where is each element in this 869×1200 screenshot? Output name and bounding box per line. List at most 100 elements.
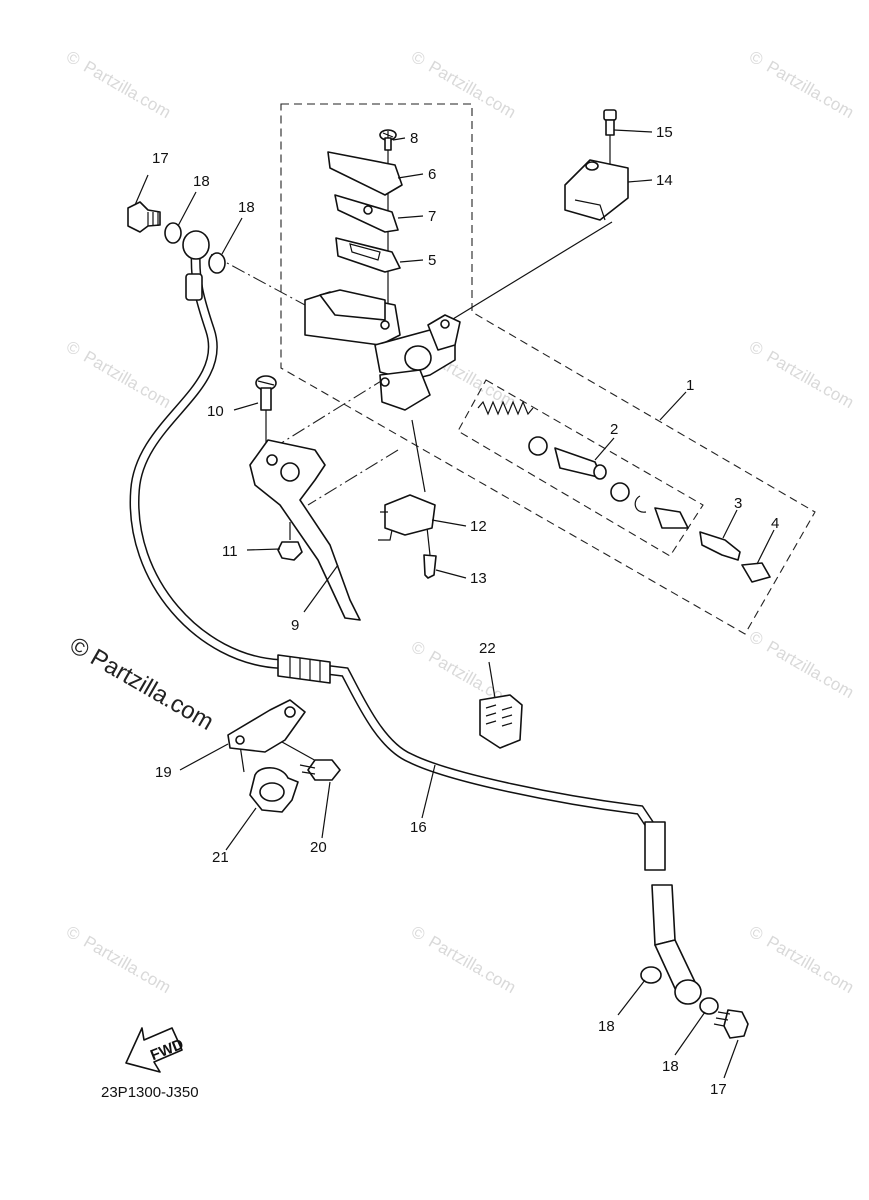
banjo-lower [674,979,702,1005]
watermark-symbol: © [746,922,767,945]
watermark-text: Partzilla.com [80,932,174,997]
bolt20-axis [281,741,319,763]
banjo-bolt-upper [127,201,161,233]
watermarks: ©Partzilla.com ©Partzilla.com ©Partzilla… [63,47,857,997]
cap-4 [741,562,771,583]
lever-9 [249,439,361,621]
watermark-text: Partzilla.com [763,637,857,702]
watermark-symbol: © [746,337,767,360]
callout-19: 19 [155,764,172,781]
banjo-upper [182,230,210,260]
hose-fitting-upper [185,273,203,301]
watermark-symbol: © [408,922,429,945]
fwd-arrow: FWD [125,1027,186,1073]
callout-18: 18 [193,173,210,190]
clamp-leader-line [447,221,613,323]
callout-14: 14 [656,172,673,189]
watermark-large-text: Partzilla.com [86,644,218,736]
washer-lower-b [699,997,719,1015]
callout-13: 13 [470,570,487,587]
hose-junction-ridges [289,657,321,681]
watermark-symbol: © [63,47,84,70]
switch-axis [411,419,426,493]
diaphragm-slot [349,243,381,261]
screw-8 [379,129,397,151]
screw-13 [423,554,437,579]
cap-plate-hole [363,205,373,215]
banjo-bolt-lower [713,1009,749,1039]
hose-junction-fitting [277,654,331,684]
leader-lines [134,129,775,1079]
assembly-outlines [280,103,816,635]
callout-9: 9 [291,617,299,634]
spring [477,400,534,416]
clamp-21 [249,767,299,813]
hose-assembly [129,230,702,1005]
callout-7: 7 [428,208,436,225]
hose-lower-sleeve [651,884,676,946]
clip-22 [479,694,523,749]
callout-16: 16 [410,819,427,836]
callout-8: 8 [410,130,418,147]
callout-17: 17 [152,150,169,167]
callout-11: 11 [222,543,238,560]
watermark-text: Partzilla.com [425,932,519,997]
hose-inner [131,246,654,829]
watermark-text: Partzilla.com [763,932,857,997]
kit-2-outline [457,379,704,557]
watermark-symbol: © [746,47,767,70]
lever-axis-line [307,449,399,506]
pivot-bolt-10 [255,375,277,411]
screw-15 [603,109,617,136]
callout-3: 3 [734,495,742,512]
diaphragm [335,237,401,273]
watermark-text: Partzilla.com [763,347,857,412]
banjo-axis-line [189,242,306,306]
watermark-text: Partzilla.com [763,57,857,122]
callout-21: 21 [212,849,229,866]
watermark-text: Partzilla.com [80,57,174,122]
pivot-axis-line [261,377,387,456]
watermark-symbol: © [63,337,84,360]
callout-17: 17 [710,1081,727,1098]
callout-22: 22 [479,640,496,657]
kit-1-outline [280,103,816,635]
callout-4: 4 [771,515,779,532]
bolt-20 [299,759,341,781]
washer-upper-b [208,252,226,274]
master-cylinder-body [304,289,461,411]
circlip [634,495,647,513]
callout-15: 15 [656,124,673,141]
clamp-14 [564,159,629,221]
watermark-symbol: © [63,922,84,945]
watermark-symbol: © [408,637,429,660]
callout-20: 20 [310,839,327,856]
callout-18: 18 [662,1058,679,1075]
cup-2 [610,482,630,502]
switch-12 [378,494,436,541]
callout-18: 18 [238,199,255,216]
callout-1: 1 [686,377,694,394]
callout-6: 6 [428,166,436,183]
cup-1 [528,436,548,456]
callout-12: 12 [470,518,487,535]
nut-11 [277,541,303,561]
callout-5: 5 [428,252,436,269]
watermark-symbol: © [408,47,429,70]
watermark-symbol: © [746,627,767,650]
piston-kit-2 [477,400,689,529]
washer-lower-a [640,966,662,984]
alignment-lines [189,132,613,773]
boot [654,507,689,529]
callout-10: 10 [207,403,224,420]
hose-fitting-lower [644,821,666,871]
reservoir-cap [327,151,403,196]
diagram-code: 23P1300-J350 [101,1084,199,1101]
washer-upper-a [164,222,182,244]
holder-19 [227,699,306,753]
callouts: 17 18 18 8 6 7 5 15 14 1 2 3 4 10 11 12 … [152,124,779,1098]
callout-2: 2 [610,421,618,438]
piston-end [593,464,607,480]
callout-18: 18 [598,1018,615,1035]
